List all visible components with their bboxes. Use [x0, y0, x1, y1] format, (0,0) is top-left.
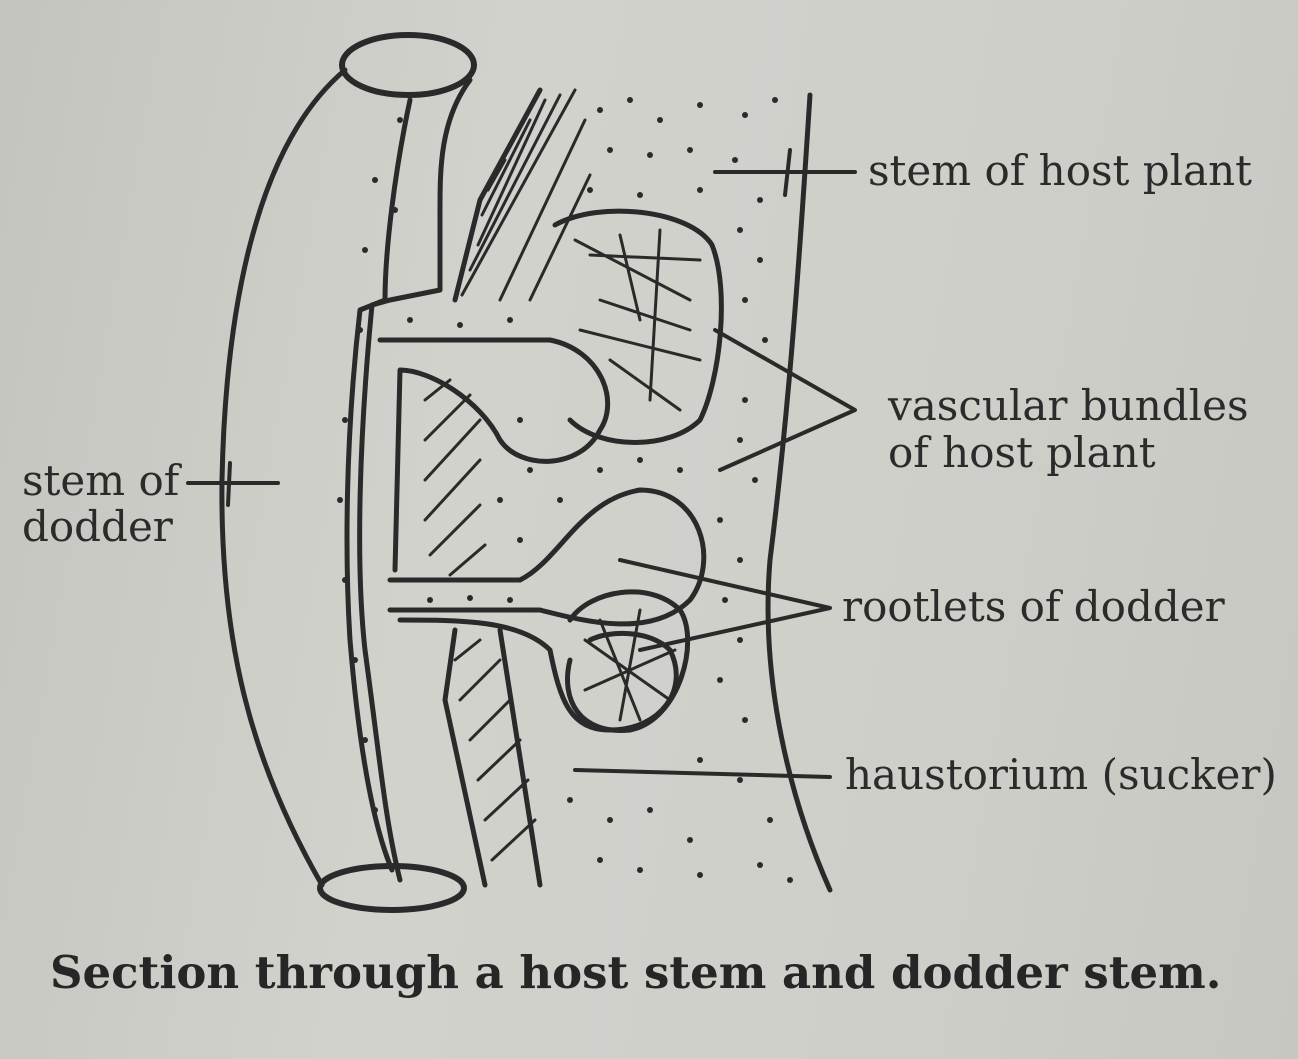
leader-rootlets — [618, 558, 832, 652]
dodder-cortex-line — [344, 97, 413, 873]
haustorium-middle — [387, 487, 707, 627]
figure-caption: Section through a host stem and dodder s… — [50, 946, 1222, 999]
leader-stem-dodder-tick — [226, 461, 232, 507]
vascular-bundle-upper-lines — [573, 228, 702, 412]
leader-stem-host-tick — [783, 148, 792, 197]
leader-vascular — [713, 328, 857, 472]
label-rootlets-of-dodder: rootlets of dodder — [842, 582, 1225, 631]
host-xylem-band-2 — [497, 627, 543, 888]
dodder-hatch-middle — [423, 378, 487, 577]
dodder-stem-bottom-oval — [317, 863, 467, 913]
label-stem-dodder-line2: dodder — [22, 502, 173, 551]
dodder-stem-top-oval — [339, 32, 477, 98]
leader-haustorium — [573, 768, 832, 779]
haustorium-upper — [377, 337, 611, 573]
host-xylem-hatch-lower — [453, 638, 537, 862]
host-xylem-hatch-upper — [460, 88, 592, 302]
label-vascular-bundles-line2: of host plant — [888, 428, 1156, 477]
vascular-bundle-lower — [565, 589, 691, 733]
label-stem-dodder-line1: stem of — [22, 456, 180, 505]
label-vascular-bundles-line1: vascular bundles — [888, 381, 1249, 430]
vascular-bundle-lower-lines — [583, 608, 677, 722]
dodder-stem-inner-edge — [357, 77, 473, 883]
host-stem-right-edge — [765, 92, 833, 893]
host-stem-left-edge — [452, 87, 543, 303]
dodder-stem-outer-edge — [219, 67, 348, 888]
host-xylem-band — [442, 627, 488, 888]
label-stem-host-plant: stem of host plant — [868, 146, 1253, 195]
vascular-bundle-upper — [552, 208, 724, 445]
label-haustorium: haustorium (sucker) — [845, 750, 1277, 799]
